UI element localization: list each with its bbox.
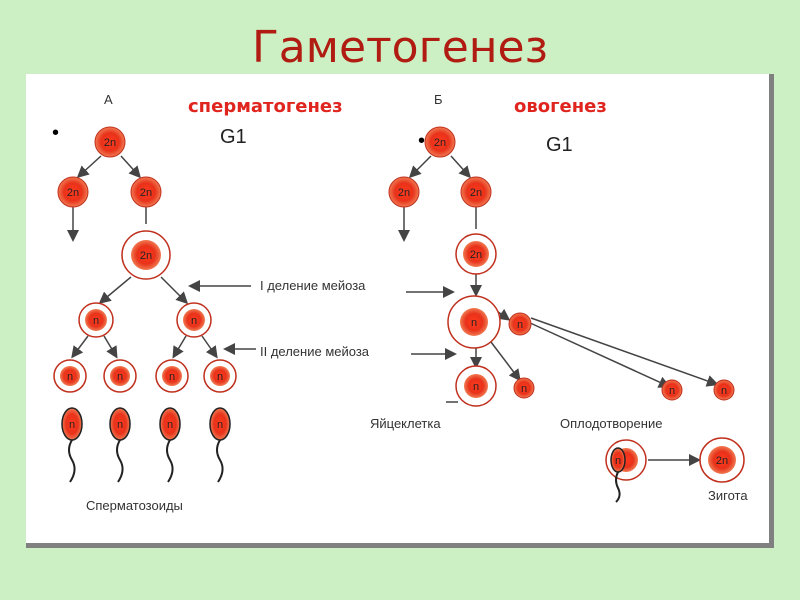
bullet-left: • — [52, 122, 60, 144]
cell-right-top-label: 2n — [434, 137, 446, 149]
cell-right-row2-2 — [460, 176, 492, 208]
cell-right-big-label: n — [471, 317, 477, 329]
cell-left-row4-1 — [85, 309, 107, 331]
meiosis-first-label: I деление мейоза — [260, 278, 366, 293]
gametogenesis-diagram: А Б 2n 2n 2n — [53, 92, 748, 513]
phase-left: G1 — [220, 126, 247, 148]
fertilization-label: Оплодотворение — [560, 416, 662, 431]
cell-left-row5-2 — [110, 366, 130, 386]
sperm-2-label: n — [117, 419, 123, 431]
polar-body-3 — [661, 379, 683, 401]
cell-left-row5-1-label: n — [67, 371, 73, 383]
cell-left-row5-4-label: n — [217, 371, 223, 383]
cell-left-row3 — [131, 240, 161, 270]
spermatogenesis-cells: 2n 2n 2n 2n n n n n n n — [53, 126, 237, 393]
cell-left-row2-1-label: 2n — [67, 187, 79, 199]
cell-left-top-label: 2n — [104, 137, 116, 149]
sperm-3-label: n — [167, 419, 173, 431]
polar-body-2-label: n — [521, 383, 527, 395]
zygote-label: 2n — [716, 455, 728, 467]
egg-cell-label: n — [473, 381, 479, 393]
sperm-4-label: n — [217, 419, 223, 431]
slide-title: Гаметогенез — [251, 22, 549, 73]
cell-left-row5-3-label: n — [169, 371, 175, 383]
zygote — [708, 446, 736, 474]
polar-body-3-label: n — [669, 385, 675, 397]
cell-left-row4-2 — [183, 309, 205, 331]
cell-right-row2-1-label: 2n — [398, 187, 410, 199]
oogenesis-connectors — [398, 155, 719, 466]
cell-left-row4-1-label: n — [93, 315, 99, 327]
cell-right-row2-2-label: 2n — [470, 187, 482, 199]
egg-cell — [464, 374, 488, 398]
bullet-right: • — [418, 130, 426, 152]
cell-right-row2-1 — [388, 176, 420, 208]
spermatozoa: n n n n — [61, 407, 231, 483]
fertilizing-sperm-label: n — [615, 455, 621, 467]
cell-left-row5-2-label: n — [117, 371, 123, 383]
spermatogenesis-heading: сперматогенез — [188, 96, 343, 117]
egg-label: Яйцеклетка — [370, 416, 441, 431]
cell-left-row2-2-label: 2n — [140, 187, 152, 199]
spermatozoa-caption: Сперматозоиды — [86, 498, 183, 513]
cell-right-big — [460, 308, 488, 336]
letter-b: Б — [434, 92, 443, 107]
cell-left-row5-1 — [60, 366, 80, 386]
polar-body-4 — [713, 379, 735, 401]
polar-body-2 — [513, 377, 535, 399]
diagram-panel: А Б 2n 2n 2n — [26, 74, 774, 548]
cell-left-row5-4 — [210, 366, 230, 386]
polar-body-4-label: n — [721, 385, 727, 397]
phase-right: G1 — [546, 134, 573, 156]
spermatogenesis-connectors — [67, 155, 457, 360]
cell-right-row3-label: 2n — [470, 249, 482, 261]
cell-left-row4-2-label: n — [191, 315, 197, 327]
polar-body-1 — [508, 312, 532, 336]
zygote-caption: Зигота — [708, 488, 748, 503]
cell-left-row5-3 — [162, 366, 182, 386]
polar-body-1-label: n — [517, 319, 523, 331]
meiosis-second-label: II деление мейоза — [260, 344, 370, 359]
cell-left-row2-2 — [130, 176, 162, 208]
cell-left-top — [94, 126, 126, 158]
sperm-1-label: n — [69, 419, 75, 431]
cell-left-row3-label: 2n — [140, 250, 152, 262]
cell-right-row3 — [463, 241, 489, 267]
letter-a: А — [104, 92, 113, 107]
oogenesis-cells: 2n 2n 2n 2n n n n n n n — [388, 126, 745, 503]
oogenesis-heading: овогенез — [514, 96, 607, 117]
cell-right-top — [424, 126, 456, 158]
cell-left-row2-1 — [57, 176, 89, 208]
